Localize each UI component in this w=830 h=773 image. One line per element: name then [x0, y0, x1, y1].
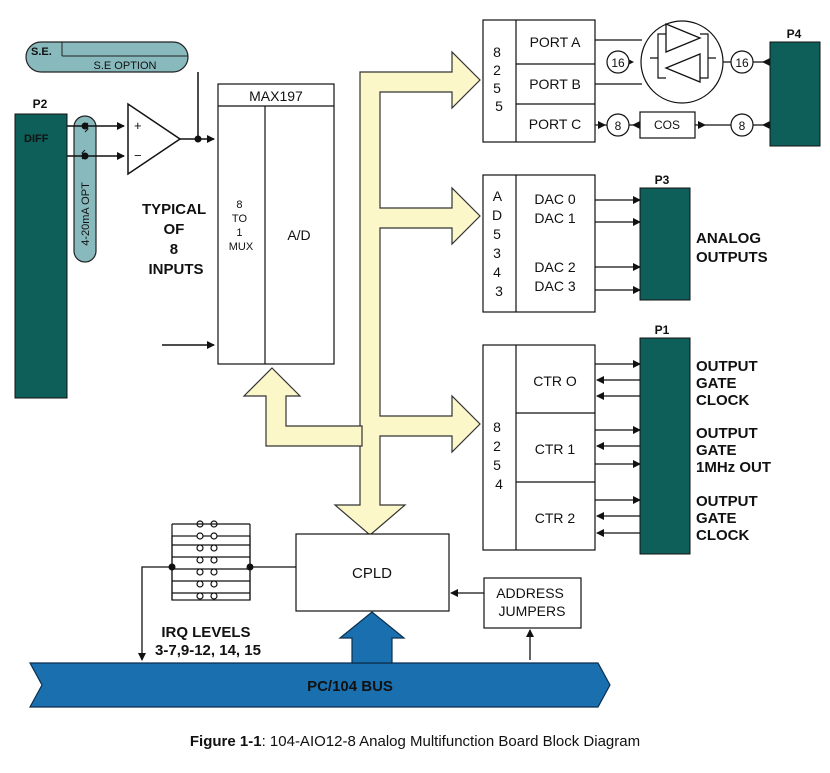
- ppi-8255-block: [482, 19, 596, 143]
- max197-title: MAX197: [249, 88, 303, 104]
- irq-levels-label: IRQ LEVELS 3-7,9-12, 14, 15: [155, 624, 261, 659]
- figure-caption: Figure 1-1: 104-AIO12-8 Analog Multifunc…: [0, 733, 830, 750]
- address-jumpers-block: [483, 577, 582, 629]
- p3-connector: [639, 187, 691, 301]
- dac0-label: DAC 0: [534, 191, 575, 207]
- p1-connector: [639, 337, 691, 555]
- amp-minus: −: [134, 148, 142, 163]
- opt-4-20ma-label: 4-20mA OPT: [80, 182, 92, 246]
- pc104-bus: [28, 662, 611, 708]
- dac1-label: DAC 1: [534, 210, 575, 226]
- p1-signals-group-2: OUTPUT GATE CLOCK: [696, 493, 762, 544]
- caption-text: : 104-AIO12-8 Analog Multifunction Board…: [261, 733, 641, 750]
- ppi-8255-chip-label: 8 2 5 5: [493, 44, 505, 114]
- address-jumpers-label: ADDRESS JUMPERS: [496, 585, 568, 619]
- ctr2-label: CTR 2: [535, 510, 576, 526]
- port-b-label: PORT B: [529, 76, 581, 92]
- mux-label: 8 TO 1 MUX: [229, 199, 254, 253]
- counter-8254-block: [482, 344, 596, 551]
- bus-label: PC/104 BUS: [307, 678, 393, 695]
- dac-ad5343-block: [482, 174, 596, 313]
- cos-block: [639, 111, 696, 139]
- cpld-block: [295, 533, 450, 612]
- p1-signals-group-1: OUTPUT GATE 1MHz OUT: [696, 425, 771, 476]
- p1-signals-group-0: OUTPUT GATE CLOCK: [696, 358, 762, 409]
- p3-label: P3: [655, 173, 670, 187]
- p2-label: P2: [33, 97, 48, 111]
- dac3-label: DAC 3: [534, 278, 575, 294]
- caption-prefix: Figure 1-1: [189, 733, 262, 750]
- p2-connector: [14, 113, 68, 399]
- adc-bus-arrow: [242, 367, 363, 447]
- typical-inputs-label: TYPICAL OF 8 INPUTS: [142, 201, 210, 278]
- bus-to-cpld-arrow: [338, 611, 406, 664]
- block-diagram: S.E. S.E OPTION P2 DIFF 4-20mA OPT + − T…: [14, 19, 821, 708]
- p1-label: P1: [655, 323, 670, 337]
- port-c-label: PORT C: [529, 116, 581, 132]
- p4-connector: [769, 41, 821, 147]
- p4-ab-width: 16: [735, 56, 749, 70]
- amp-plus: +: [134, 118, 142, 133]
- dac-chip-label: A D 5 3 4 3: [492, 188, 506, 299]
- ctr1-label: CTR 1: [535, 441, 576, 457]
- se-tag: S.E.: [31, 46, 52, 58]
- opt-4-20ma-bar: [73, 115, 97, 263]
- p4-label: P4: [787, 27, 802, 41]
- se-option-label: S.E OPTION: [94, 60, 157, 72]
- data-bus-arrow: [333, 50, 481, 536]
- ad-label: A/D: [287, 227, 310, 243]
- amplifier-icon: [127, 102, 182, 176]
- max197-block: [217, 83, 335, 365]
- p4-c-width: 8: [739, 119, 746, 133]
- port-c-width: 8: [615, 119, 622, 133]
- port-a-label: PORT A: [530, 34, 582, 50]
- irq-jumper-block: [171, 520, 251, 601]
- cpld-label: CPLD: [352, 565, 392, 582]
- p2-diff-label: DIFF: [24, 133, 49, 145]
- cos-label: COS: [654, 118, 680, 132]
- dac2-label: DAC 2: [534, 259, 575, 275]
- counter-chip-label: 8 2 5 4: [493, 419, 505, 492]
- buffer-icon: [664, 23, 702, 83]
- p3-caption: ANALOG OUTPUTS: [696, 230, 768, 266]
- ctr0-label: CTR O: [533, 373, 577, 389]
- port-ab-width: 16: [611, 56, 625, 70]
- se-option-bar: [25, 41, 189, 73]
